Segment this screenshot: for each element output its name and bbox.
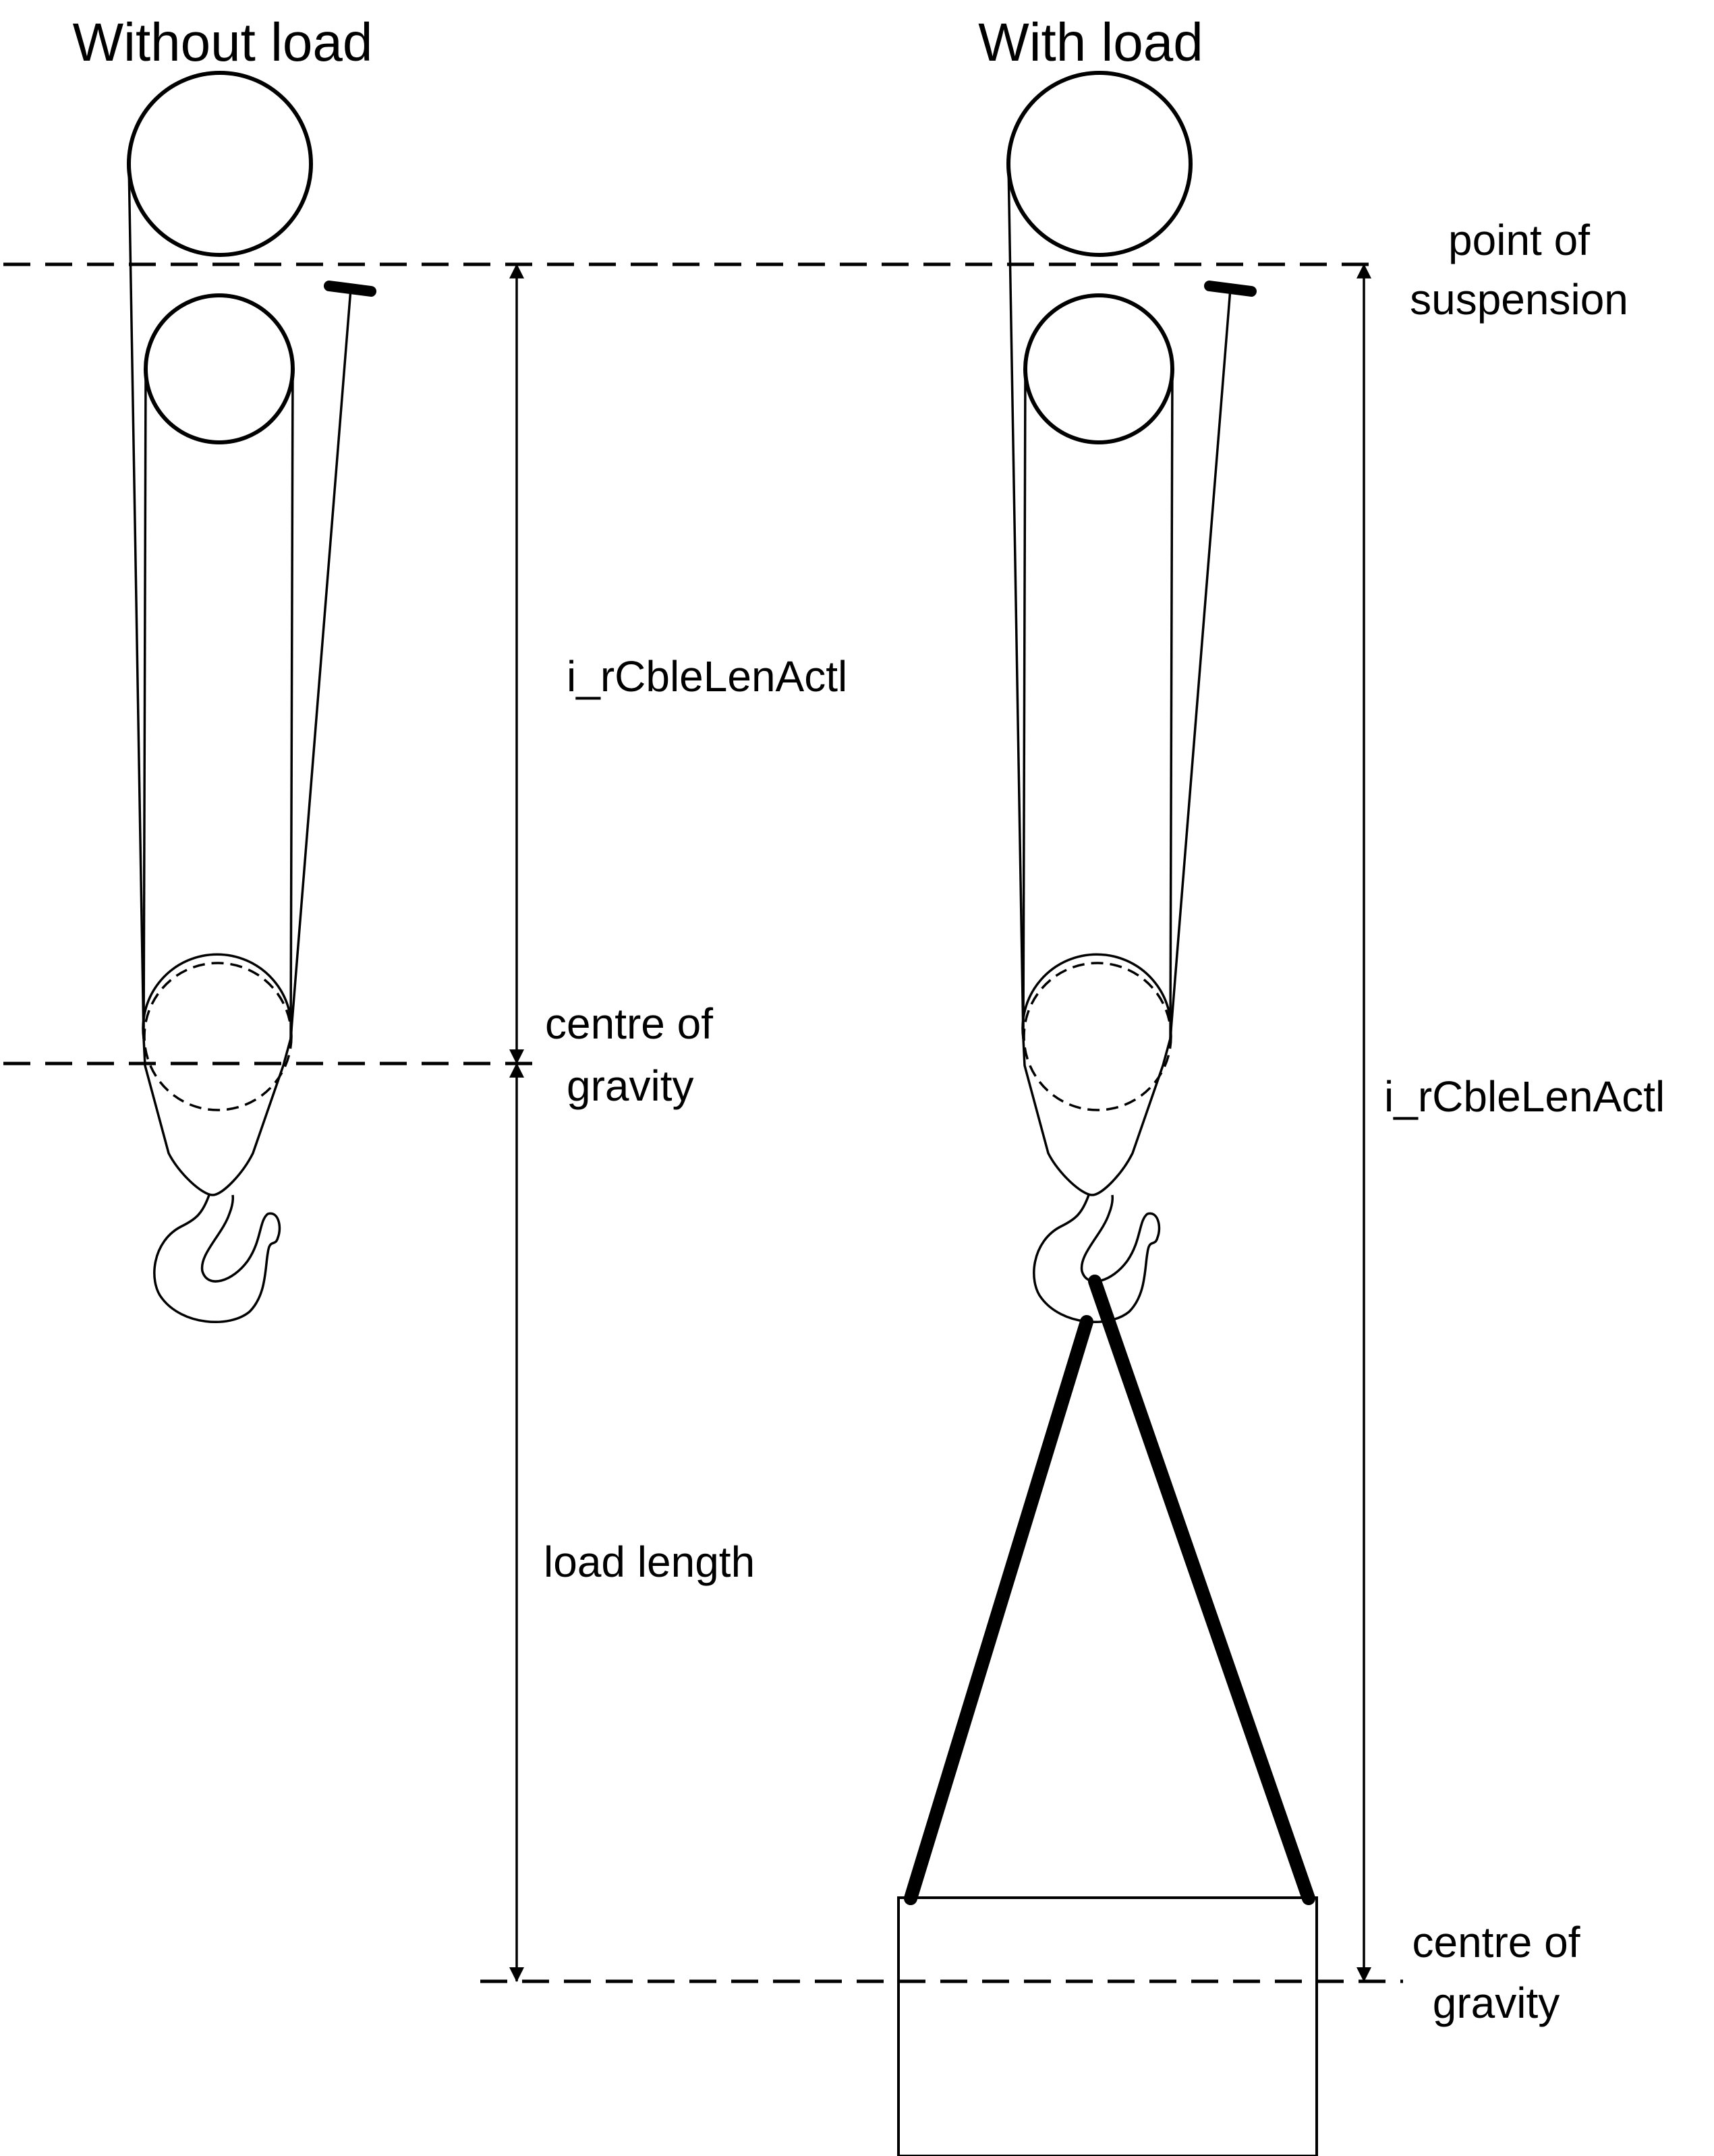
hook: [153, 1194, 281, 1323]
label-load-length: load length: [544, 1538, 755, 1586]
hook-block: [142, 953, 293, 1196]
label-cog-right-1: centre of: [1412, 1918, 1580, 1966]
label-cog-right-2: gravity: [1433, 1979, 1560, 2027]
label-point-of-suspension-1: point of: [1448, 216, 1590, 264]
load-block: [897, 1896, 1318, 2156]
upper-sheave: [127, 71, 313, 257]
label-point-of-suspension-2: suspension: [1410, 275, 1628, 324]
label-cable-length-right: i_rCbleLenActl: [1384, 1072, 1665, 1121]
block-pulley: [1023, 962, 1172, 1111]
hoist-with-load: [897, 71, 1318, 2156]
lower-sheave: [144, 293, 295, 444]
label-cog-left-1: centre of: [545, 999, 713, 1048]
lower-sheave: [1023, 293, 1174, 444]
reference-lines: [3, 262, 1403, 1983]
hook: [1033, 1194, 1161, 1323]
label-cable-length-left: i_rCbleLenActl: [567, 652, 847, 701]
dimension-arrows: [509, 263, 1371, 1983]
upper-sheave: [1006, 71, 1193, 257]
hook-block: [1021, 953, 1172, 1196]
lifting-sling: [904, 1275, 1315, 1905]
rope-strands: [127, 163, 352, 1039]
rope-strands: [1007, 163, 1232, 1039]
title-without-load: Without load: [73, 12, 373, 72]
hoist-without-load: [127, 71, 376, 1323]
label-cog-left-2: gravity: [567, 1061, 694, 1110]
block-pulley: [143, 962, 293, 1111]
annotation-labels: point of suspension i_rCbleLenActl centr…: [544, 216, 1665, 2027]
title-with-load: With load: [978, 12, 1203, 72]
